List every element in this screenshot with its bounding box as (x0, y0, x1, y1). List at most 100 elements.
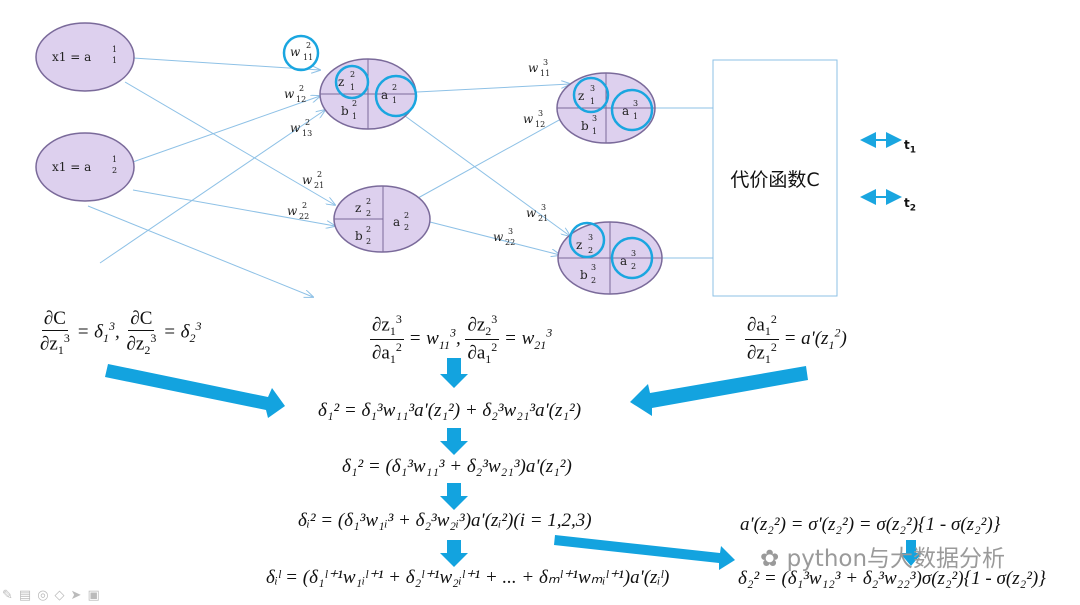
input-node-1: x1 = a 1 1 (35, 22, 135, 92)
arrow-down-2 (440, 428, 468, 455)
weight-7-sup: 3 (541, 203, 546, 212)
cost-function-box (712, 59, 838, 297)
edge-h1-o1 (416, 84, 570, 93)
hidden-node-1: z 2 1 a 2 1 b 2 1 (319, 58, 418, 130)
weight-2-sup: 2 (305, 118, 310, 127)
eq-dc-den1: ∂z (40, 333, 58, 355)
arrow-left-to-center (105, 364, 285, 418)
pen-icon[interactable]: ✎ (2, 588, 19, 603)
camera-icon[interactable]: ▣ (87, 588, 106, 603)
wechat-icon: ✿ (760, 546, 780, 572)
output-node-1-asub: 1 (633, 112, 638, 121)
highlight-z-o1 (572, 76, 610, 114)
hidden-node-2-asup: 2 (404, 211, 409, 220)
output-node-2-bsub: 2 (591, 276, 596, 285)
pointer-icon[interactable]: ➤ (70, 588, 88, 603)
svg-text:x1 = a: x1 = a (52, 50, 91, 64)
eq-dc-num2: ∂C (128, 308, 155, 331)
weight-6-sub: 12 (535, 120, 545, 129)
hidden-node-1-asub: 1 (392, 96, 397, 105)
edge-h2-o2 (429, 221, 560, 255)
target-t1-sub: 1 (909, 145, 917, 156)
hidden-node-1-b: b (341, 104, 349, 118)
arrow-down-1 (440, 358, 468, 388)
arrow-down-sigma (900, 540, 922, 566)
cost-function-label: 代价函数C (730, 168, 820, 191)
output-node-1-asup: 3 (633, 99, 638, 108)
hidden-node-2-asub: 2 (404, 223, 409, 232)
highlight-a-o1 (610, 88, 654, 132)
output-node-1-z: z (578, 89, 584, 103)
output-node-1-b: b (581, 119, 589, 133)
output-node-2-bsup: 3 (591, 263, 596, 272)
equation-line-3: δᵢ² = (δ₁³w₁ᵢ³ + δ₂³w₂ᵢ³)a'(zᵢ²)(i = 1,2… (298, 510, 592, 531)
highlight-a-o2 (610, 236, 654, 280)
connection-lines (87, 57, 713, 297)
weight-1-w: w (284, 87, 295, 101)
weight-3-w: w (302, 173, 313, 187)
weight-w21-2: w 2 21 (302, 170, 324, 190)
edge-in3-h1 (99, 110, 325, 264)
eraser-icon[interactable]: ◇ (54, 588, 71, 603)
eq-dz-den2: ∂a (467, 342, 486, 364)
weight-w22-2: w 2 22 (287, 201, 309, 221)
output-node-1-zsub: 1 (590, 97, 595, 106)
edge-in2-h2 (132, 189, 335, 226)
eq-dc-den2: ∂z (126, 333, 145, 355)
equation-line-2: δ₁² = (δ₁³w₁₁³ + δ₂³w₂₁³)a'(z₁²) (342, 456, 572, 477)
output-node-2-z: z (576, 238, 582, 252)
weight-8-w: w (493, 230, 504, 244)
weight-w22-3: w 3 22 (493, 227, 515, 247)
output-node-2-b: b (580, 268, 588, 282)
edge-h2-o1 (417, 114, 570, 199)
hidden-node-1-bsup: 2 (352, 99, 357, 108)
target-t2-label: t (904, 196, 910, 210)
weight-w12-2: w 2 12 (284, 84, 306, 104)
highlight-w11 (282, 34, 320, 72)
equation-dc-dz: ∂C∂z13 = δ13, ∂C∂z23 = δ23 (40, 308, 202, 358)
weight-0-sub: 11 (303, 53, 313, 62)
eq-dc-sep: , (114, 321, 125, 343)
hidden-node-2-a: a (393, 215, 400, 229)
edge-in2-h1 (129, 96, 320, 164)
weight-7-sub: 21 (538, 214, 548, 223)
input-node-1-label: x1 = a (52, 50, 91, 64)
eq-dc-eq2: = δ (163, 321, 190, 343)
output-node-2-zsup: 3 (588, 233, 593, 242)
target-t1: t1 (904, 138, 916, 155)
hidden-node-2-z: z (355, 201, 361, 215)
weight-8-sup: 3 (508, 227, 513, 236)
equation-line-1: δ₁² = δ₁³w₁₁³a'(z₁²) + δ₂³w₂₁³a'(z₁²) (318, 400, 582, 421)
slides-icon[interactable]: ▤ (18, 588, 38, 603)
eq-da-close: ) (840, 327, 847, 349)
hidden-node-2: z 2 2 a 2 2 b 2 2 (333, 185, 431, 253)
watermark: ✿ python与大数据分析 (760, 539, 1005, 573)
edge-in1-h1 (132, 57, 320, 70)
eq-dz-num2: ∂z (467, 314, 486, 336)
output-node-2-a: a (620, 254, 627, 268)
eq-dz-den1: ∂a (372, 342, 390, 364)
hidden-node-1-zsub: 1 (350, 83, 355, 92)
highlight-z-o2 (568, 221, 606, 259)
weight-4-w: w (287, 204, 298, 218)
eq-dc-eq1: = δ (76, 321, 103, 343)
output-node-2-asup: 3 (631, 249, 636, 258)
arrow-down-3 (440, 483, 468, 510)
weight-1-sub: 12 (296, 95, 306, 104)
weight-7-w: w (526, 206, 537, 220)
input-node-1-sub: 1 (112, 56, 117, 65)
hidden-node-1-z: z (338, 75, 344, 89)
output-node-1: z 3 1 a 3 1 b 3 1 (556, 72, 656, 144)
edge-h1-o2 (404, 115, 570, 236)
edge-in2-out (87, 205, 313, 297)
hidden-node-2-zsup: 2 (366, 197, 371, 206)
target-t2-sub: 2 (909, 203, 917, 214)
eq-dz-num1: ∂z (372, 314, 390, 336)
equation-line-4: δᵢˡ = (δ₁ˡ⁺¹w₁ᵢˡ⁺¹ + δ₂ˡ⁺¹w₂ᵢˡ⁺¹ + ... +… (266, 567, 670, 588)
input-node-2-sup: 1 (112, 155, 117, 164)
target-t1-label: t (904, 138, 910, 152)
weight-w12-3: w 3 12 (523, 109, 545, 129)
equation-sigma: a'(z₂²) = σ'(z₂²) = σ(z₂²){1 - σ(z₂²)} (740, 514, 1001, 535)
zoom-icon[interactable]: ◎ (37, 588, 55, 603)
